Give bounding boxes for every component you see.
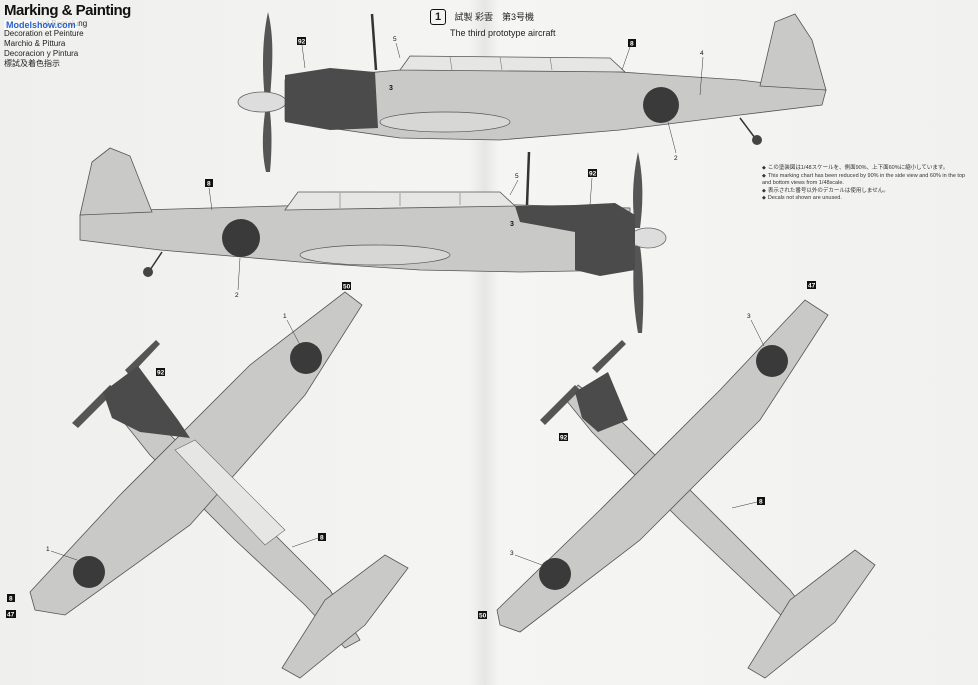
callout-decal: 1 — [283, 313, 287, 320]
hinomaru-insignia — [643, 87, 679, 123]
callout-decal: 92 — [157, 370, 165, 377]
note-item: この塗装図は1/48スケールを、側面90%、上下面60%に縮小しています。 — [762, 165, 974, 173]
plan-view-upper — [29, 291, 409, 679]
callout-decal: 47 — [7, 612, 15, 619]
hinomaru-insignia — [290, 342, 322, 374]
title-japanese: 標試及着色指示 — [4, 59, 60, 68]
notes-block: この塗装図は1/48スケールを、側面90%、上下面60%に縮小しています。 Th… — [762, 165, 974, 203]
callout-decal: 92 — [589, 171, 597, 178]
callout-decal: 3 — [510, 221, 514, 228]
callout-decal: 1 — [46, 546, 50, 553]
callout-decal: 3 — [747, 313, 751, 320]
title-spanish: Decoracion y Pintura — [4, 49, 79, 58]
prototype-title-jp: 試製 彩雲 第3号機 — [454, 12, 534, 23]
watermark-logo: Modelshow.com — [4, 20, 78, 30]
callout-decal: 47 — [808, 283, 816, 290]
callout-decal: 50 — [479, 613, 487, 620]
note-item: This marking chart has been reduced by 9… — [762, 173, 974, 188]
title-french: Decoration et Peinture — [4, 29, 84, 38]
callout-decal: 8 — [9, 596, 13, 603]
callout-decal: 5 — [515, 173, 519, 180]
side-view-right — [79, 147, 667, 333]
callout-decal: 3 — [389, 85, 393, 92]
note-item: Decals not shown are unused. — [762, 195, 974, 203]
callout-decal: 8 — [207, 181, 211, 188]
note-item: 表示された番号以外のデカールは使用しません。 — [762, 188, 974, 196]
callout-decal: 92 — [298, 39, 306, 46]
title-italian: Marchio & Pittura — [4, 39, 66, 48]
callout-decal: 8 — [320, 535, 324, 542]
callout-labels: 92 5 8 4 3 2 8 5 92 3 2 50 1 92 8 1 8 47… — [6, 36, 816, 620]
callout-decal: 50 — [343, 284, 351, 291]
callout-decal: 8 — [759, 499, 763, 506]
callout-decal: 5 — [393, 36, 397, 43]
callout-decal: 92 — [560, 435, 568, 442]
hinomaru-insignia — [73, 556, 105, 588]
prototype-heading: 1 試製 彩雲 第3号機 The third prototype aircraf… — [430, 8, 556, 38]
callout-decal: 4 — [700, 50, 704, 57]
hinomaru-insignia — [539, 558, 571, 590]
hinomaru-insignia — [222, 219, 260, 257]
prototype-title-en: The third prototype aircraft — [450, 28, 556, 38]
side-view-left — [237, 12, 827, 172]
callout-decal: 8 — [630, 41, 634, 48]
title-block: Marking & Painting nd Bemalung Decoratio… — [4, 2, 131, 69]
page-title: Marking & Painting — [4, 2, 131, 19]
prototype-number-badge: 1 — [430, 8, 446, 25]
plan-view-lower — [496, 299, 876, 679]
callout-decal: 2 — [674, 155, 678, 162]
callout-decal: 2 — [235, 292, 239, 299]
callout-decal: 3 — [510, 550, 514, 557]
hinomaru-insignia — [756, 345, 788, 377]
